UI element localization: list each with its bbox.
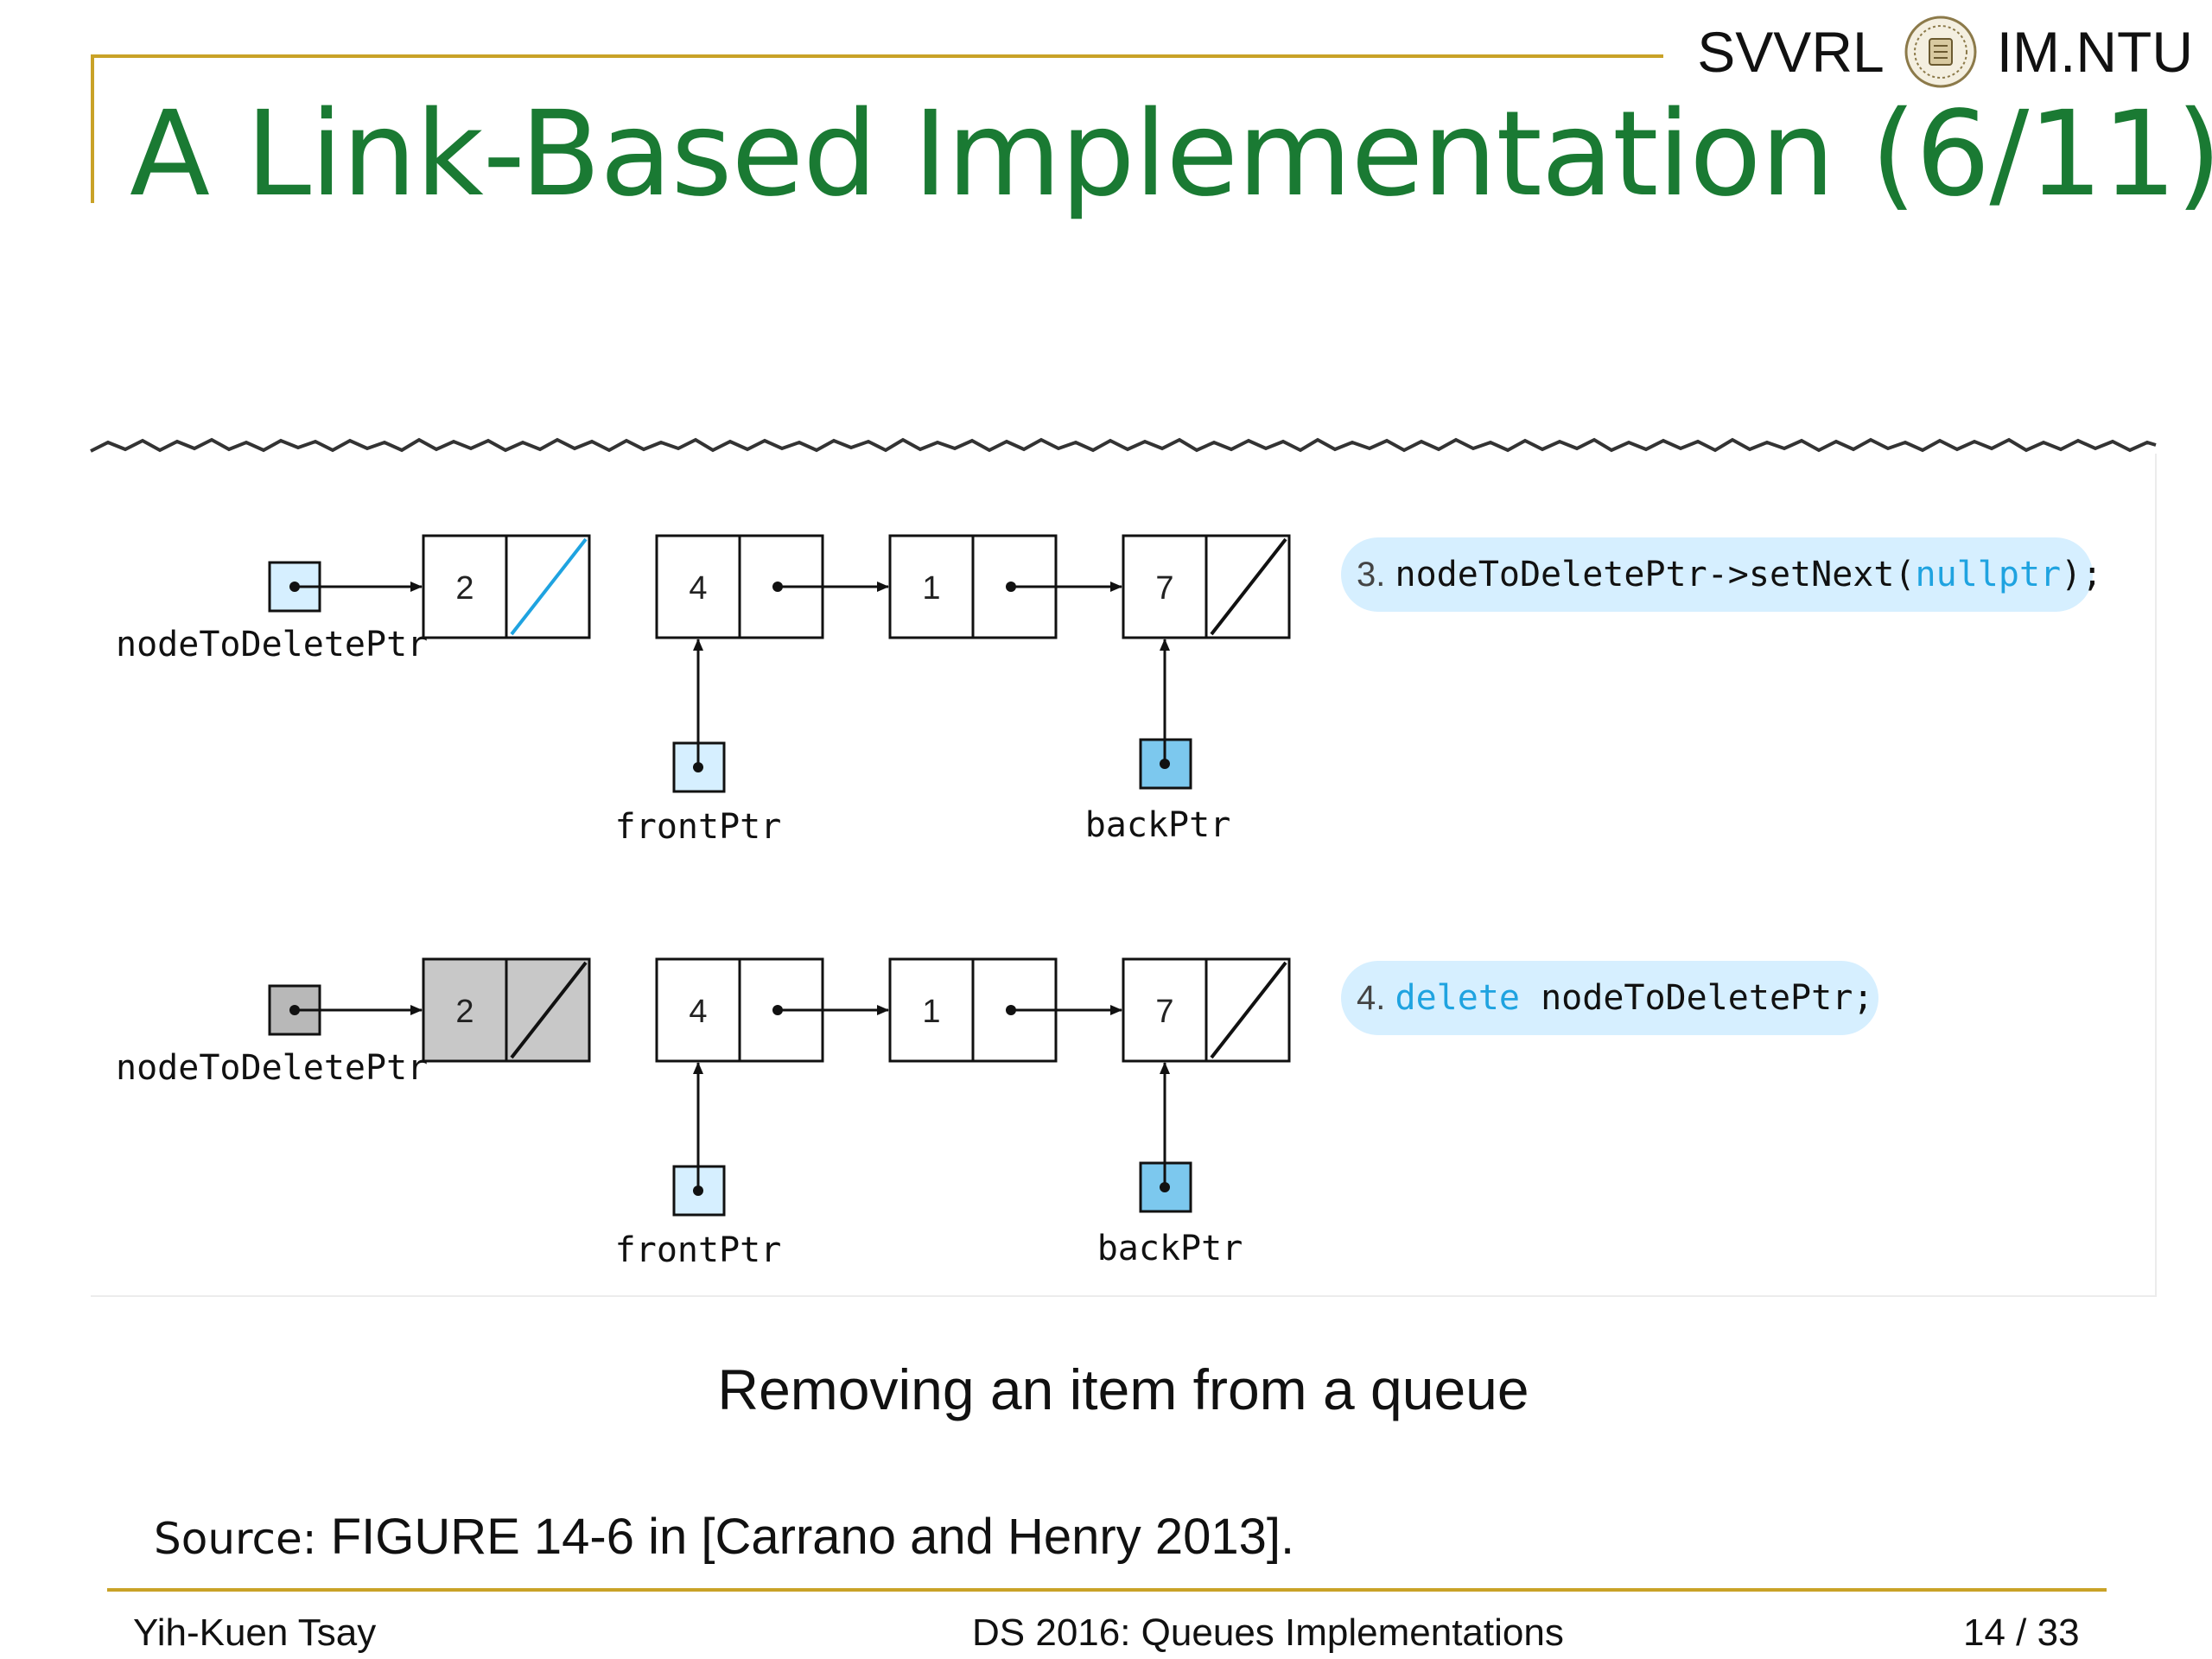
step4-code-bubble xyxy=(1341,961,1878,1035)
step3-node-4-value: 7 xyxy=(1155,570,1173,607)
queue-removal-diagram: nodeToDeletePtr 2 4 1 7 frontPtr backPtr 3. nod… xyxy=(90,437,2157,1297)
step4-front-pointer-label: frontPtr xyxy=(615,1230,782,1270)
step3-code-keyword: nullptr xyxy=(1916,555,2062,594)
title-side-rule xyxy=(91,54,94,203)
department-name: IM.NTU xyxy=(1996,20,2193,84)
source-label: Source: xyxy=(154,1514,317,1564)
lab-name: SVVRL xyxy=(1697,20,1885,84)
step4-code-text: nodeToDeletePtr; xyxy=(1520,978,1873,1018)
university-seal-icon xyxy=(1904,16,1977,88)
step4-node-2-value: 4 xyxy=(689,994,707,1030)
step4-node-3-value: 1 xyxy=(922,994,940,1030)
step4-node-1-value: 2 xyxy=(455,994,474,1030)
source-citation: Source: FIGURE 14-6 in [Carrano and Henr… xyxy=(154,1508,1294,1566)
step4-delete-pointer-label: nodeToDeletePtr xyxy=(116,1048,428,1088)
source-text: FIGURE 14-6 in [Carrano and Henry 2013]. xyxy=(316,1509,1295,1565)
step3-node-1-null-slash xyxy=(510,537,588,636)
step4-code-line: 4. delete nodeToDeletePtr; xyxy=(1357,978,1873,1018)
footer-rule xyxy=(107,1588,2107,1592)
step3-code-line: 3. nodeToDeletePtr->setNext(nullptr); xyxy=(1357,555,2102,594)
step4-back-pointer-label: backPtr xyxy=(1097,1229,1243,1268)
step3-code-text: nodeToDeletePtr->setNext( xyxy=(1395,555,1915,594)
step3-code-number: 3. xyxy=(1357,556,1395,594)
footer-page-number: 14 / 33 xyxy=(1963,1611,2080,1654)
step4-node-4-value: 7 xyxy=(1155,994,1173,1030)
step3-delete-pointer-label: nodeToDeletePtr xyxy=(116,625,428,664)
step4-node-4-null-slash xyxy=(1210,961,1287,1059)
torn-paper-edge xyxy=(90,437,2157,453)
step3-back-pointer-label: backPtr xyxy=(1085,805,1231,845)
header-rule xyxy=(91,54,1663,58)
step4-code-number: 4. xyxy=(1357,979,1395,1017)
figure-panel-border xyxy=(91,454,2157,1297)
step3-code-bubble xyxy=(1341,537,2093,612)
step3-node-1-value: 2 xyxy=(455,570,474,607)
step3-node-3-value: 1 xyxy=(922,570,940,607)
step3-code-tail: ); xyxy=(2061,555,2102,594)
step3-front-pointer-label: frontPtr xyxy=(615,807,782,847)
slide-title: A Link-Based Implementation (6/11) xyxy=(130,86,2212,223)
step3-node-4-null-slash xyxy=(1210,537,1287,636)
step4-node-1-null-slash xyxy=(510,961,588,1059)
footer-author: Yih-Kuen Tsay xyxy=(133,1611,377,1654)
step3-node-2-value: 4 xyxy=(689,570,707,607)
figure-caption: Removing an item from a queue xyxy=(717,1357,1529,1421)
step4-code-keyword: delete xyxy=(1395,978,1520,1018)
header-branding: SVVRL IM.NTU xyxy=(1697,16,2193,88)
footer-course: DS 2016: Queues Implementations xyxy=(972,1611,1564,1654)
